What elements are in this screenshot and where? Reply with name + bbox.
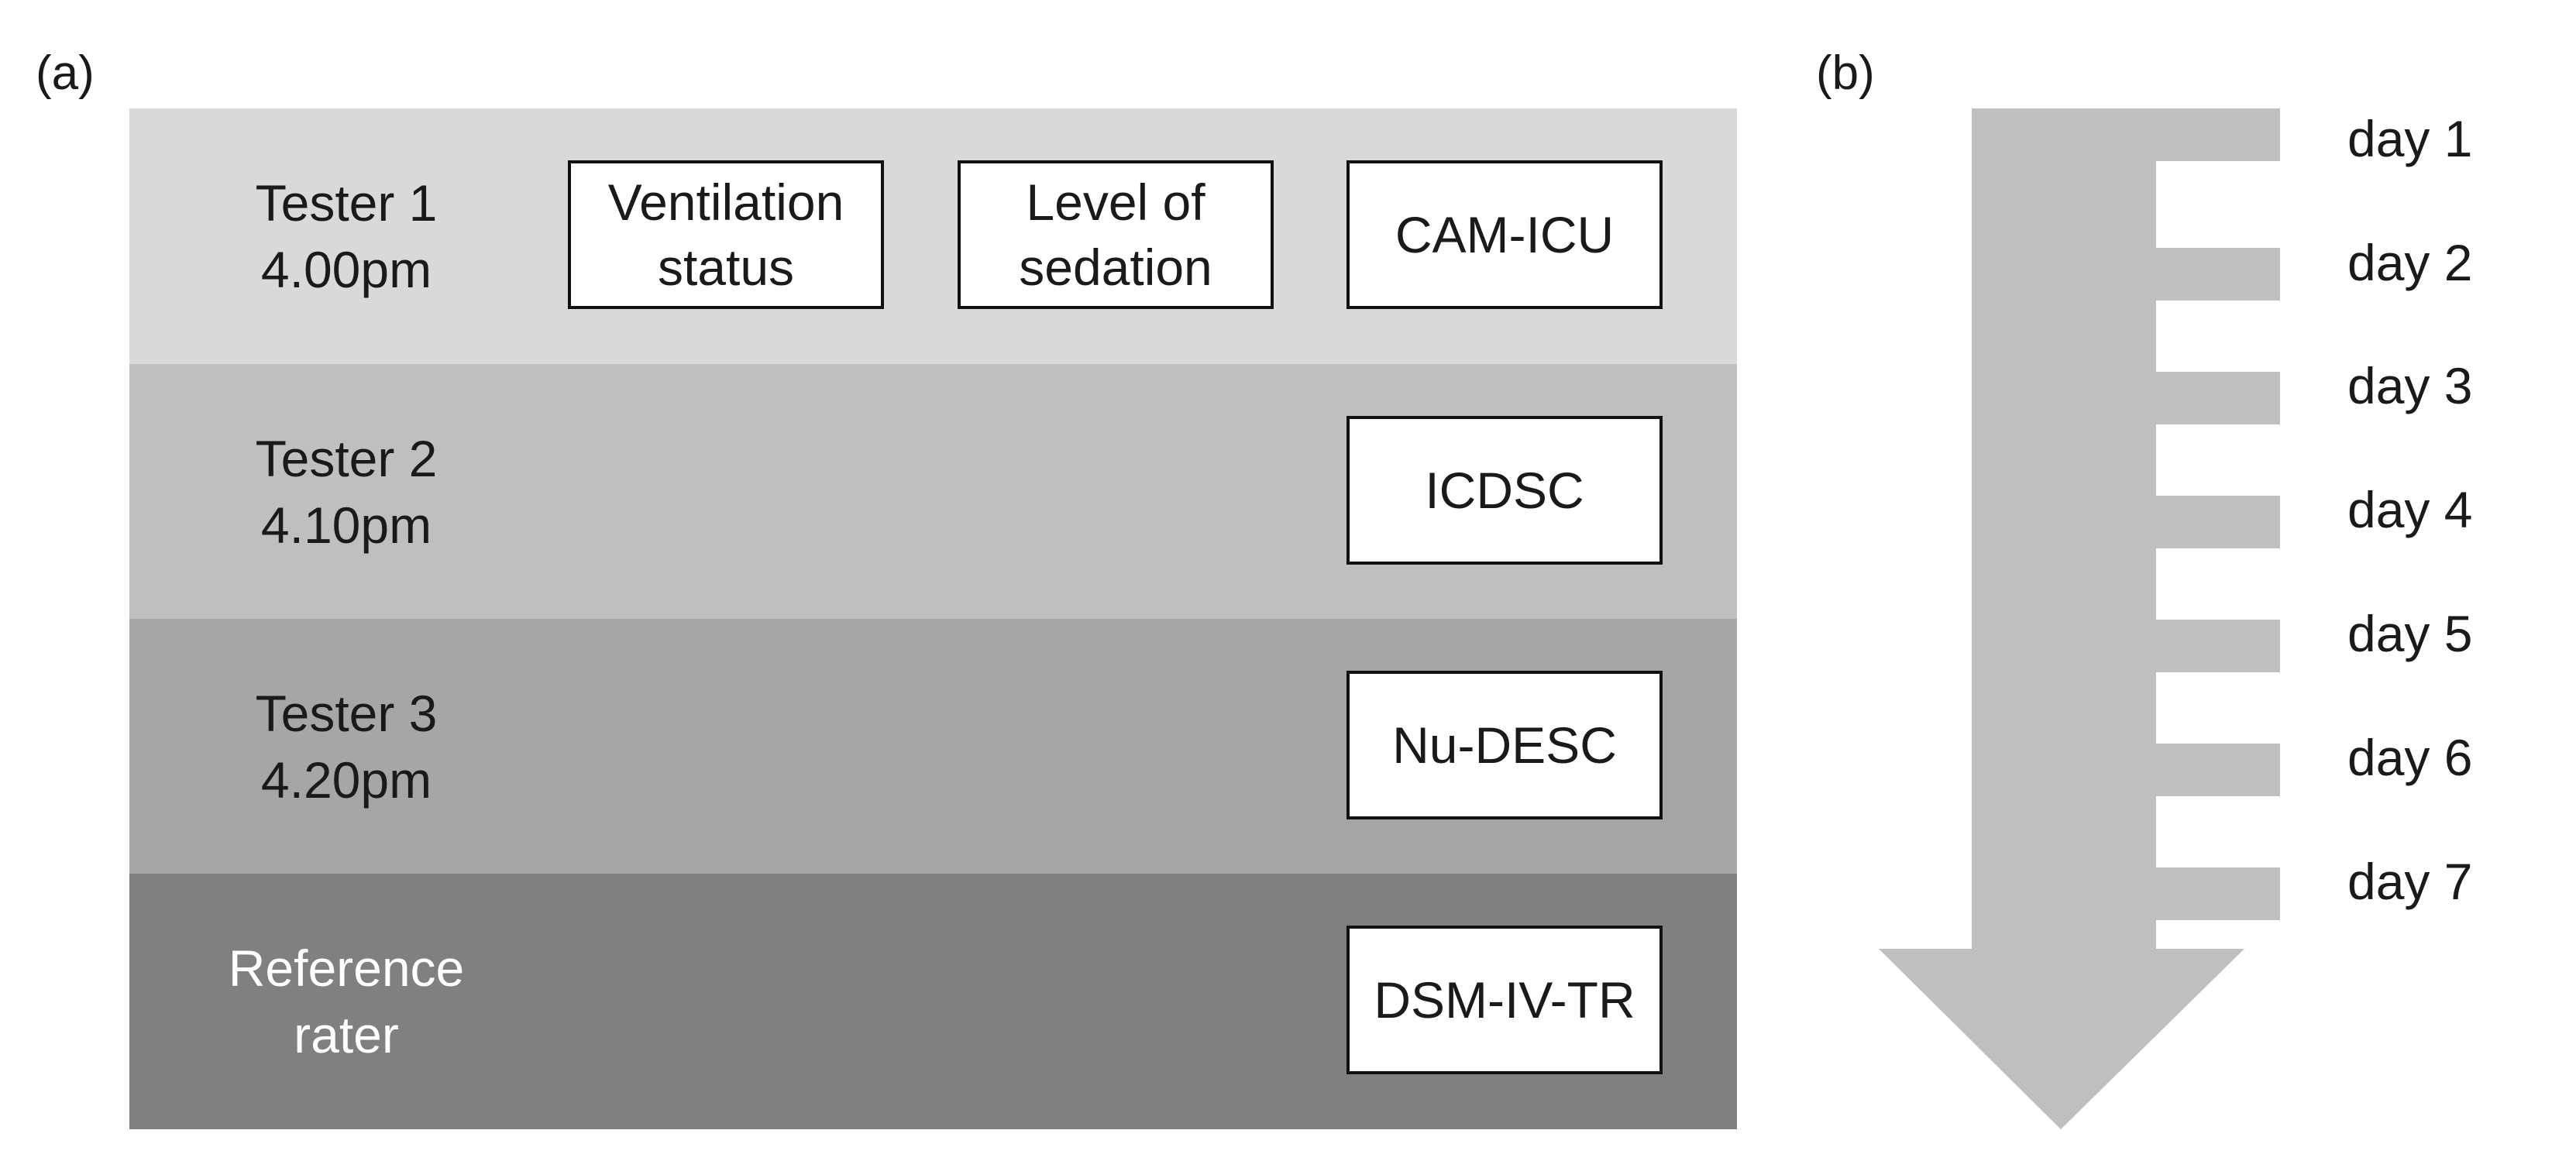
day-tick xyxy=(2156,496,2280,548)
day-1-label: day 1 xyxy=(2347,110,2473,167)
tester-time: 4.10pm xyxy=(260,496,432,554)
day-3-label: day 3 xyxy=(2347,357,2473,414)
day-6-label: day 6 xyxy=(2347,729,2473,786)
tester-2-label: Tester 2 4.10pm xyxy=(129,364,563,620)
day-2-label: day 2 xyxy=(2347,234,2473,291)
cam-icu-box: CAM-ICU xyxy=(1346,160,1663,309)
level-of-sedation-box: Level of sedation xyxy=(958,160,1274,309)
day-tick xyxy=(2156,108,2280,161)
day-tick xyxy=(2156,372,2280,424)
panel-a-label: (a) xyxy=(36,46,95,100)
panel-b-label: (b) xyxy=(1816,46,1875,100)
tester-1-row: Tester 1 4.00pm Ventilation status Level… xyxy=(129,108,1737,364)
reference-rater-row: Reference rater DSM-IV-TR xyxy=(129,874,1737,1129)
arrow-body xyxy=(1879,108,2244,1129)
tester-time: 4.20pm xyxy=(260,751,432,809)
tester-name: Tester 1 xyxy=(255,174,438,232)
tester-1-label: Tester 1 4.00pm xyxy=(129,108,563,364)
tester-2-row: Tester 2 4.10pm ICDSC xyxy=(129,364,1737,620)
tester-3-label: Tester 3 4.20pm xyxy=(129,619,563,874)
tester-name: Tester 2 xyxy=(255,430,438,487)
day-tick xyxy=(2156,248,2280,301)
tester-time: rater xyxy=(294,1006,399,1063)
tester-name: Tester 3 xyxy=(255,685,438,742)
day-5-label: day 5 xyxy=(2347,605,2473,662)
reference-rater-label: Reference rater xyxy=(129,874,563,1129)
dsm-iv-tr-box: DSM-IV-TR xyxy=(1346,926,1663,1074)
day-4-label: day 4 xyxy=(2347,481,2473,538)
tester-name: Reference xyxy=(228,940,465,997)
day-tick xyxy=(2156,867,2280,920)
day-7-label: day 7 xyxy=(2347,853,2473,910)
ventilation-status-box: Ventilation status xyxy=(568,160,884,309)
nu-desc-box: Nu-DESC xyxy=(1346,671,1663,819)
tester-time: 4.00pm xyxy=(260,241,432,298)
day-tick xyxy=(2156,620,2280,672)
down-arrow-icon xyxy=(1879,108,2280,1129)
day-tick xyxy=(2156,744,2280,796)
tester-3-row: Tester 3 4.20pm Nu-DESC xyxy=(129,619,1737,874)
icdsc-box: ICDSC xyxy=(1346,416,1663,565)
